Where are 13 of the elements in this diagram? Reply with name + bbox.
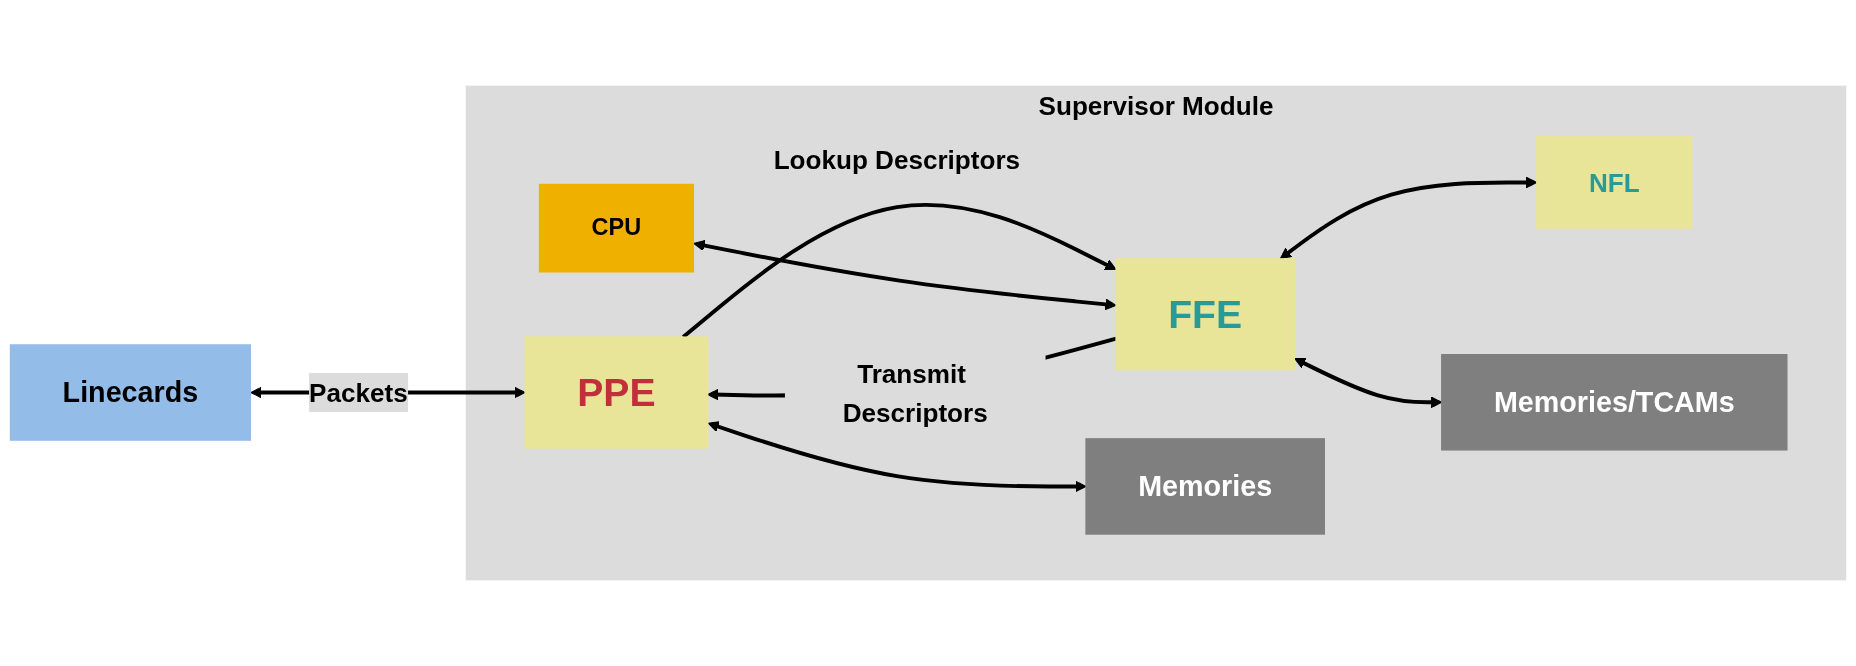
node-box: Linecards (9, 344, 251, 441)
node-box: NFL (1536, 136, 1693, 229)
arrow (681, 203, 1117, 339)
arrow (707, 421, 1087, 493)
arrow (693, 239, 1117, 311)
node-box: Memories (1085, 438, 1325, 535)
edge-label: Transmit Descriptors (842, 359, 988, 428)
node-box: PPE (524, 336, 709, 449)
edge-label: Packets (309, 378, 408, 407)
node-box: CPU (538, 183, 695, 273)
edge-label: Lookup Descriptors (773, 145, 1021, 175)
node-box: FFE (1115, 258, 1295, 371)
node-box: Memories/TCAMs (1441, 354, 1788, 451)
